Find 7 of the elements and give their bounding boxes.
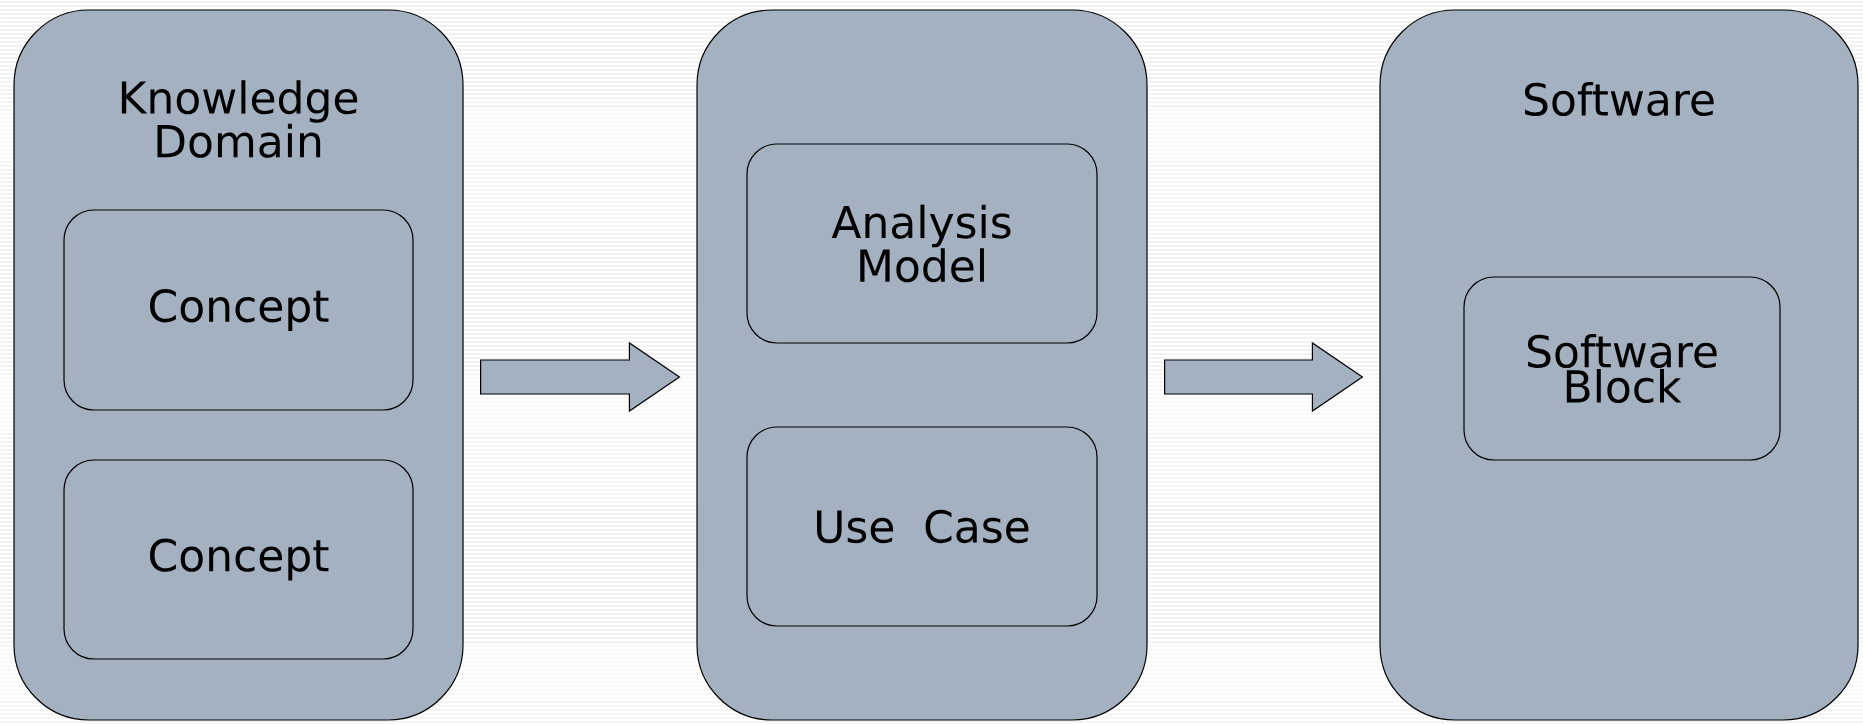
rounded-box: Concept [63, 209, 414, 411]
block-arrow [1164, 341, 1364, 413]
rounded-box: Use Case [746, 426, 1098, 627]
rounded-box: Software Block [1463, 276, 1781, 461]
rounded-box: Concept [63, 459, 414, 660]
rounded-box: Analysis Model [746, 143, 1098, 344]
block-arrow [480, 341, 681, 413]
